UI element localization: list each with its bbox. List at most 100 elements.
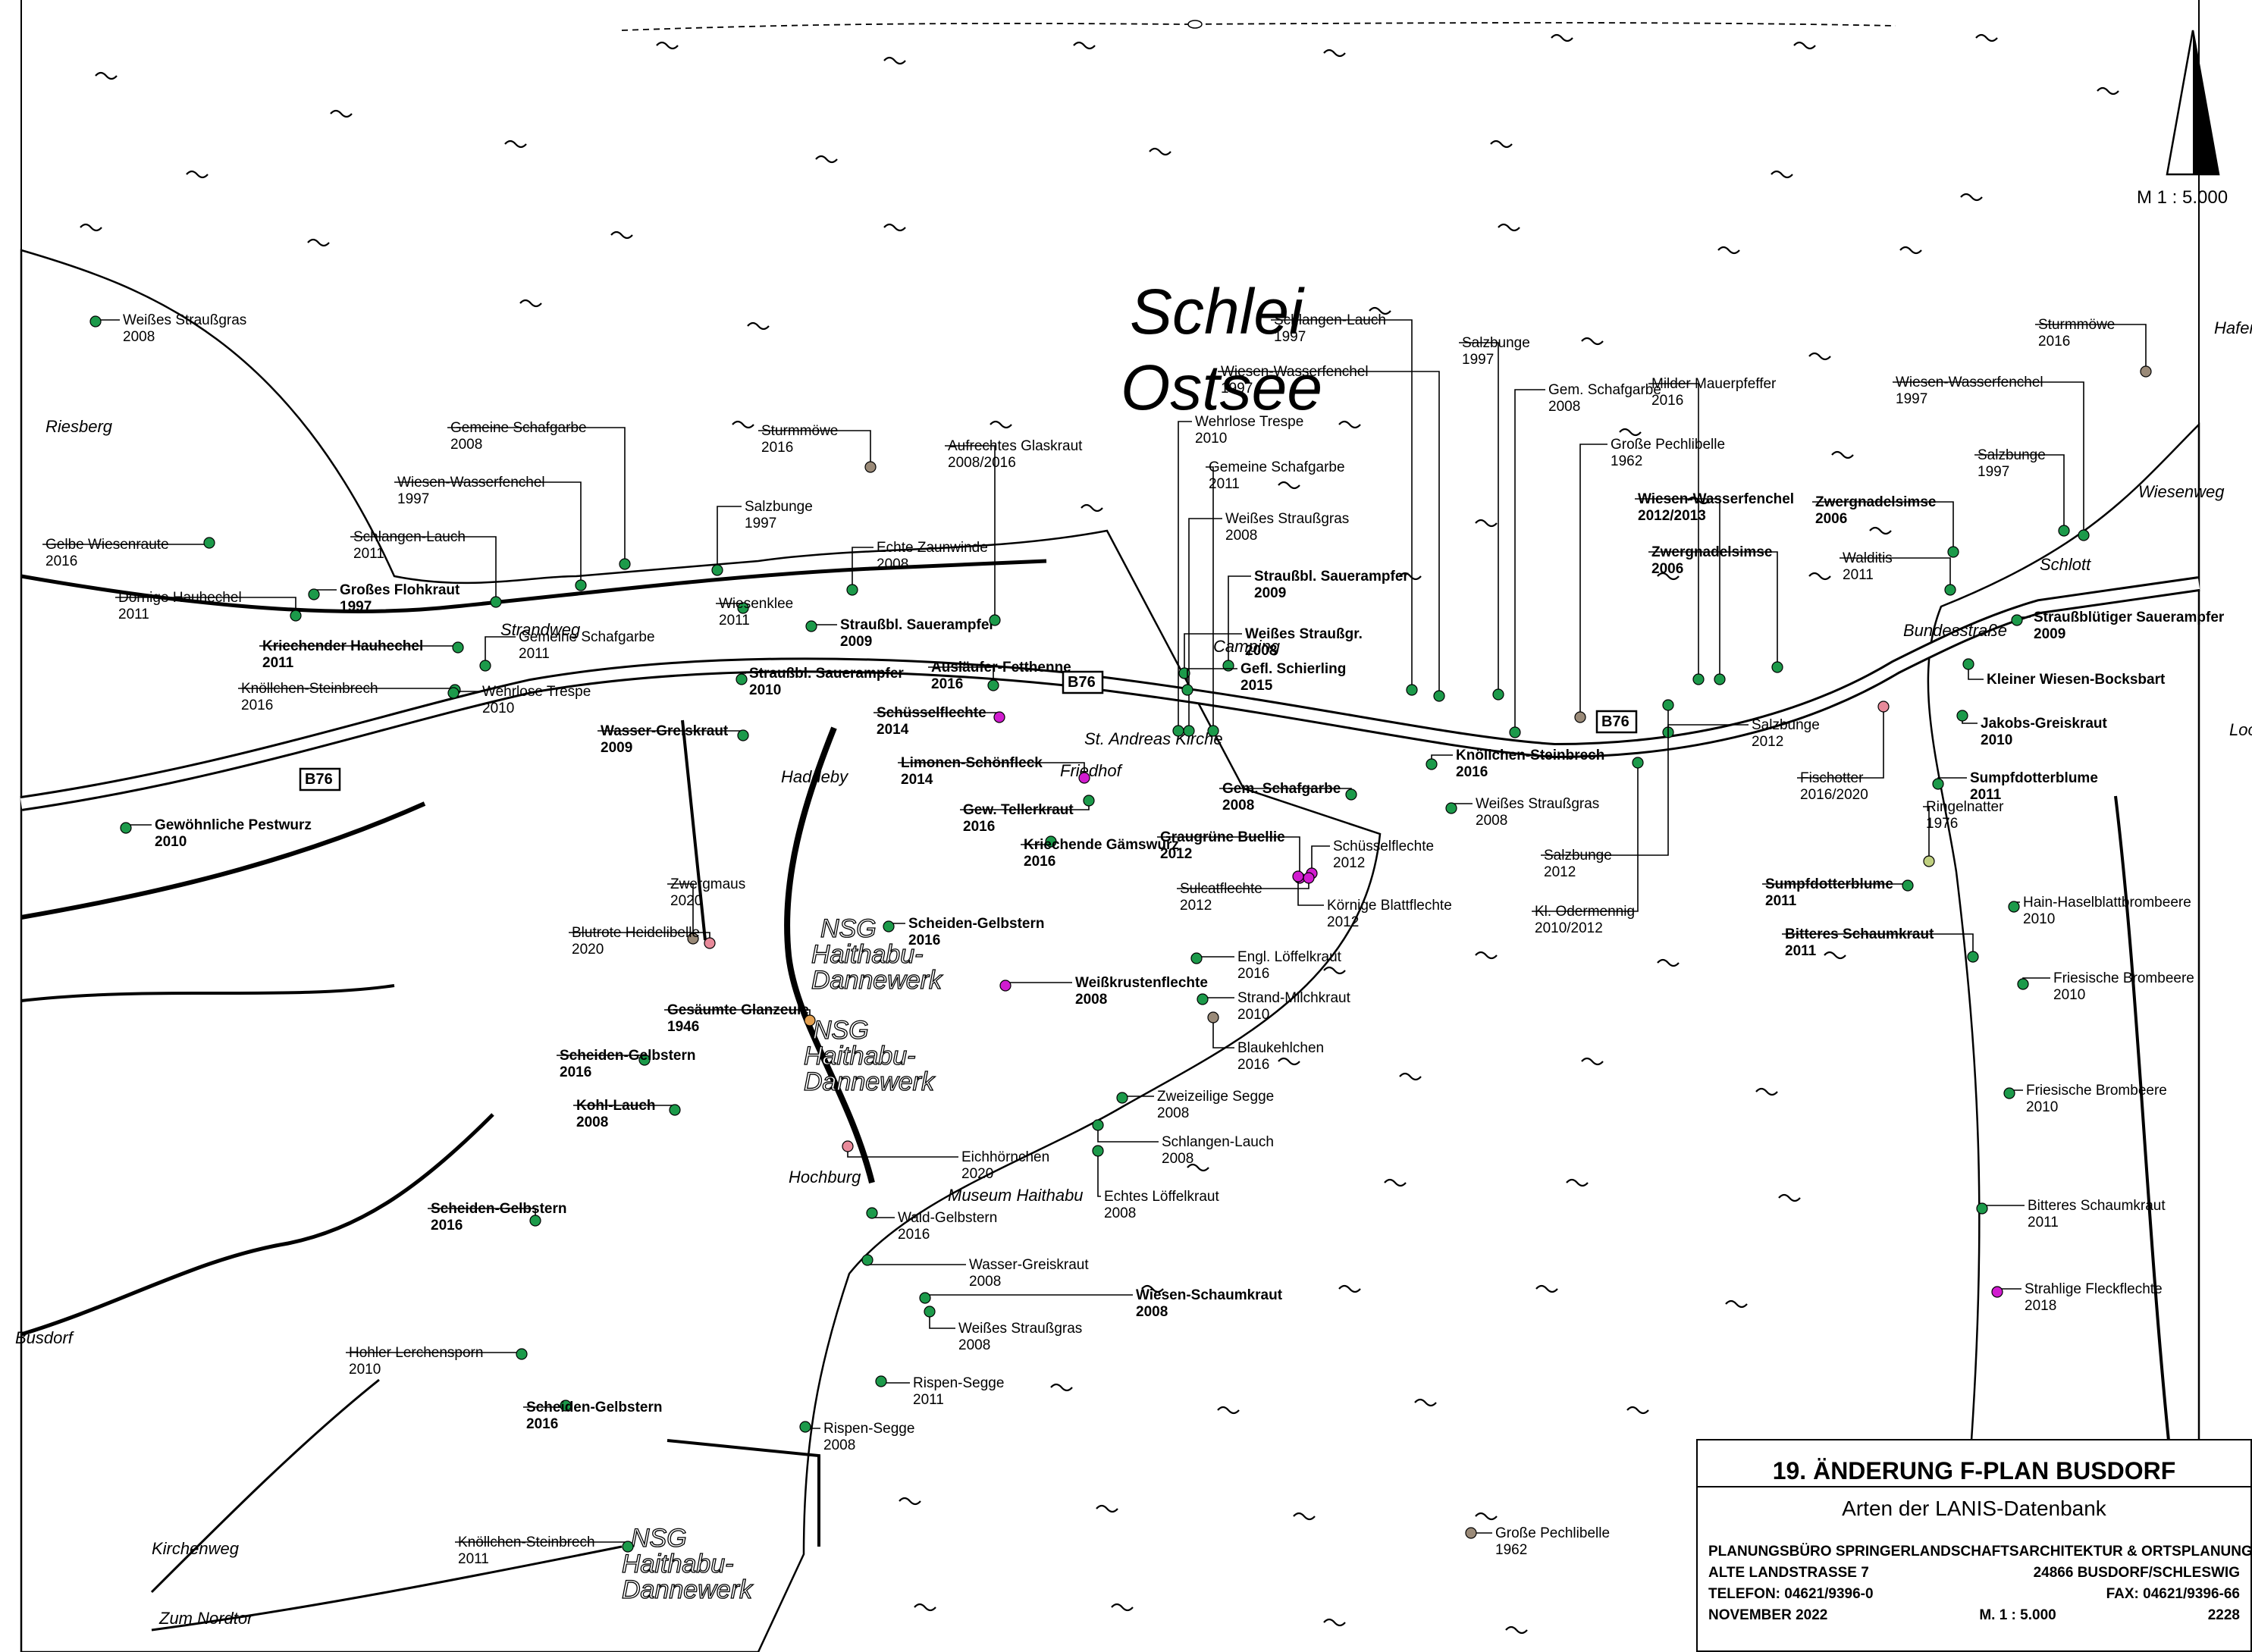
species-marker-icon[interactable] [2078, 529, 2090, 541]
species-marker-icon[interactable] [1222, 660, 1234, 672]
species-marker-icon[interactable] [1956, 710, 1968, 722]
species-marker-icon[interactable] [704, 937, 716, 949]
species-marker-icon[interactable] [1991, 1286, 2003, 1298]
species-marker-icon[interactable] [846, 584, 858, 596]
species-marker-icon[interactable] [2003, 1087, 2015, 1099]
species-marker-icon[interactable] [864, 461, 877, 473]
species-marker-icon[interactable] [669, 1104, 681, 1116]
road-shield: B76 [1068, 674, 1096, 691]
species-marker-icon[interactable] [737, 729, 749, 741]
species-marker-icon[interactable] [1083, 795, 1095, 807]
species-marker-icon[interactable] [1406, 684, 1418, 696]
species-year: 2016 [45, 553, 77, 569]
species-marker-icon[interactable] [1303, 872, 1315, 884]
species-marker-icon[interactable] [2058, 525, 2070, 537]
species-marker-icon[interactable] [1183, 725, 1195, 737]
species-marker-icon[interactable] [2008, 901, 2020, 913]
species-marker-icon[interactable] [1632, 757, 1644, 769]
species-marker-icon[interactable] [1178, 667, 1190, 679]
species-marker-icon[interactable] [2017, 978, 2029, 990]
species-marker-icon[interactable] [987, 679, 999, 691]
species-marker-icon[interactable] [1771, 661, 1783, 673]
species-marker-icon[interactable] [999, 980, 1012, 992]
species-marker-icon[interactable] [883, 920, 895, 933]
species-marker-icon[interactable] [1976, 1202, 1988, 1215]
species-name: Gemeine Schafgarbe [1209, 459, 1345, 475]
species-marker-icon[interactable] [1207, 725, 1219, 737]
species-marker-icon[interactable] [575, 579, 587, 591]
species-year: 2008 [1548, 399, 1580, 415]
species-marker-icon[interactable] [687, 933, 699, 945]
species-marker-icon[interactable] [308, 588, 320, 600]
species-marker-icon[interactable] [993, 711, 1005, 723]
species-marker-icon[interactable] [1078, 772, 1090, 784]
species-marker-icon[interactable] [1962, 658, 1974, 670]
species-marker-icon[interactable] [1172, 725, 1184, 737]
species-marker-icon[interactable] [622, 1541, 634, 1553]
species-marker-icon[interactable] [1932, 778, 1944, 790]
species-marker-icon[interactable] [924, 1306, 936, 1318]
land-west [20, 249, 1382, 1652]
species-marker-icon[interactable] [479, 660, 491, 672]
species-marker-icon[interactable] [1092, 1145, 1104, 1157]
species-marker-icon[interactable] [861, 1254, 874, 1266]
species-marker-icon[interactable] [1902, 879, 1914, 892]
species-marker-icon[interactable] [1181, 684, 1193, 696]
species-marker-icon[interactable] [805, 620, 817, 632]
species-marker-icon[interactable] [842, 1140, 854, 1152]
species-marker-icon[interactable] [1692, 673, 1705, 685]
species-marker-icon[interactable] [1190, 952, 1203, 964]
species-marker-icon[interactable] [1292, 870, 1304, 882]
species-marker-icon[interactable] [711, 564, 723, 576]
species-marker-icon[interactable] [1465, 1527, 1477, 1539]
species-marker-icon[interactable] [490, 596, 502, 608]
species-marker-icon[interactable] [1574, 711, 1586, 723]
species-marker-icon[interactable] [866, 1207, 878, 1219]
species-marker-icon[interactable] [619, 558, 631, 570]
species-marker-icon[interactable] [529, 1215, 541, 1227]
species-marker-icon[interactable] [1967, 951, 1979, 963]
species-marker-icon[interactable] [919, 1292, 931, 1304]
species-name: Blaukehlchen [1237, 1040, 1324, 1056]
species-marker-icon[interactable] [516, 1348, 528, 1360]
species-marker-icon[interactable] [1923, 855, 1935, 867]
species-marker-icon[interactable] [1492, 688, 1504, 701]
species-marker-icon[interactable] [1947, 546, 1959, 558]
species-marker-icon[interactable] [2140, 365, 2152, 378]
species-marker-icon[interactable] [560, 1400, 572, 1412]
species-marker-icon[interactable] [737, 602, 749, 614]
species-marker-icon[interactable] [1197, 993, 1209, 1005]
species-year: 2012 [1327, 914, 1359, 930]
species-name: Echte Zaunwinde [877, 540, 988, 556]
species-year: 2010 [1981, 732, 2012, 748]
species-marker-icon[interactable] [1207, 1011, 1219, 1023]
species-marker-icon[interactable] [447, 687, 459, 699]
species-marker-icon[interactable] [1426, 758, 1438, 770]
species-marker-icon[interactable] [804, 1014, 816, 1027]
species-marker-icon[interactable] [638, 1054, 651, 1066]
species-marker-icon[interactable] [1662, 699, 1674, 711]
species-marker-icon[interactable] [290, 610, 302, 622]
species-marker-icon[interactable] [989, 614, 1001, 626]
species-marker-icon[interactable] [799, 1421, 811, 1433]
species-marker-icon[interactable] [1944, 584, 1956, 596]
species-marker-icon[interactable] [89, 315, 102, 328]
species-marker-icon[interactable] [1433, 690, 1445, 702]
species-marker-icon[interactable] [1045, 835, 1057, 848]
species-marker-icon[interactable] [1877, 701, 1890, 713]
species-marker-icon[interactable] [452, 641, 464, 654]
species-marker-icon[interactable] [2011, 614, 2023, 626]
species-marker-icon[interactable] [1509, 726, 1521, 738]
species-marker-icon[interactable] [1116, 1092, 1128, 1104]
species-marker-icon[interactable] [1345, 788, 1357, 801]
species-marker-icon[interactable] [736, 673, 748, 685]
species-marker-icon[interactable] [203, 537, 215, 549]
species-marker-icon[interactable] [875, 1375, 887, 1387]
species-marker-icon[interactable] [1445, 802, 1457, 814]
species-marker-icon[interactable] [1092, 1119, 1104, 1131]
species-marker-icon[interactable] [120, 822, 132, 834]
species-marker-icon[interactable] [1714, 673, 1726, 685]
